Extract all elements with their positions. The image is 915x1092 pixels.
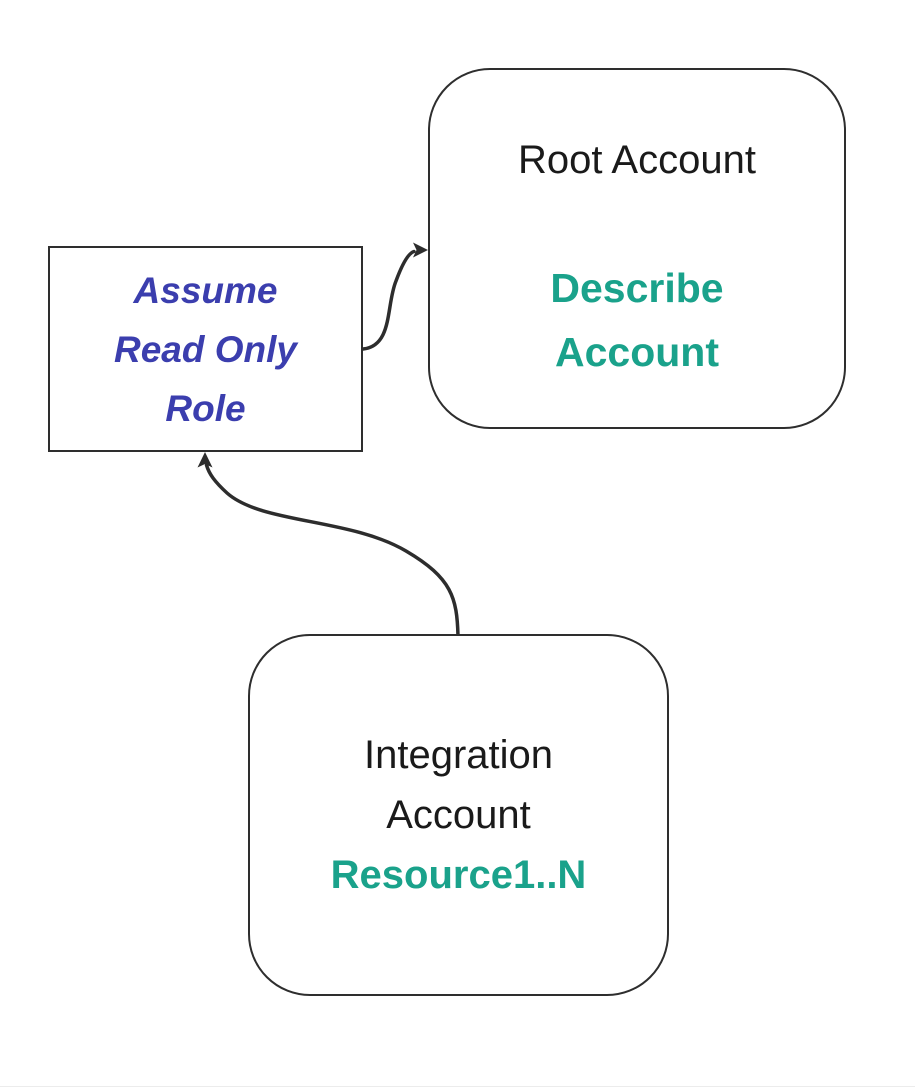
node-integration-account: Integration Account Resource1..N [248, 634, 669, 996]
root-account-action: Describe Account [430, 256, 844, 384]
assume-role-label-line2: Read Only [114, 328, 297, 370]
root-account-action-line2: Account [555, 329, 719, 375]
edge-assume-to-root [361, 249, 416, 351]
assume-role-label-line3: Role [165, 387, 246, 429]
root-account-title: Root Account [518, 138, 756, 182]
arrowhead-right-icon [413, 242, 428, 258]
root-account-action-line1: Describe [550, 265, 724, 311]
edge-integration-to-assume [204, 463, 460, 638]
integration-account-title-line2: Account [386, 793, 531, 837]
integration-account-resources: Resource1..N [330, 853, 587, 897]
bottom-divider [0, 1086, 915, 1087]
node-assume-read-only-role: Assume Read Only Role [48, 246, 363, 452]
assume-role-label-line1: Assume [133, 269, 278, 311]
arrowhead-up-icon [197, 452, 213, 468]
node-root-account: Root Account Describe Account [428, 68, 846, 429]
integration-account-title-line1: Integration [363, 733, 554, 777]
